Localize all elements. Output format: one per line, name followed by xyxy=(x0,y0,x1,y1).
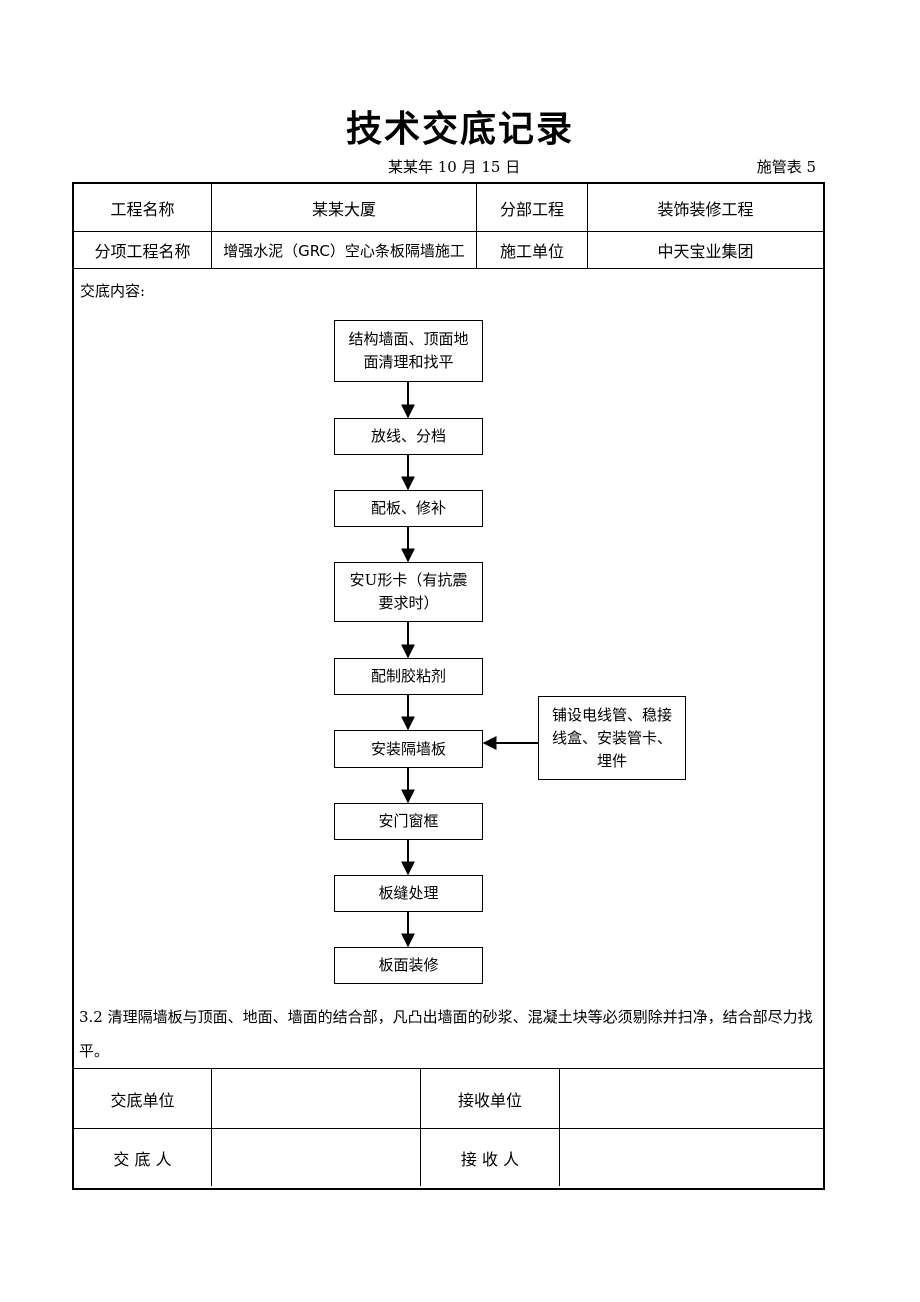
footer-col-divider-1 xyxy=(211,1068,212,1186)
page-title: 技术交底记录 xyxy=(345,109,574,150)
footer-row-divider xyxy=(72,1128,825,1129)
flow-step-6: 安装隔墙板 xyxy=(334,730,483,768)
division-label: 分部工程 xyxy=(499,199,564,219)
issuer-unit-field[interactable] xyxy=(212,1069,420,1128)
contractor-label: 施工单位 xyxy=(499,242,564,261)
flow-step-8: 板缝处理 xyxy=(334,875,483,912)
receiver-field[interactable] xyxy=(560,1129,823,1186)
footer-col-divider-2 xyxy=(420,1068,421,1186)
project-name-label: 工程名称 xyxy=(110,199,175,219)
flow-step-4: 安U形卡（有抗震要求时） xyxy=(334,562,483,622)
header-col-divider-1 xyxy=(211,182,212,268)
issuer-label: 交 底 人 xyxy=(113,1149,172,1169)
issuer-unit-label: 交底单位 xyxy=(110,1090,175,1110)
contractor-value: 中天宝业集团 xyxy=(657,242,754,261)
flow-step-3: 配板、修补 xyxy=(334,490,483,527)
project-name-value: 某某大厦 xyxy=(311,199,376,219)
receiver-unit-label: 接收单位 xyxy=(457,1090,522,1110)
record-date: 某某年 10 月 15 日 xyxy=(388,158,521,176)
content-note: 3.2 清理隔墙板与顶面、地面、墙面的结合部，凡凸出墙面的砂浆、混凝土块等必须剔… xyxy=(79,1008,813,1060)
header-col-divider-3 xyxy=(587,182,588,268)
footer-col-divider-3 xyxy=(559,1068,560,1186)
flow-side-step: 铺设电线管、稳接线盒、安装管卡、埋件 xyxy=(538,696,686,780)
issuer-field[interactable] xyxy=(212,1129,420,1186)
subitem-label: 分项工程名称 xyxy=(94,242,191,261)
footer-top-divider xyxy=(72,1068,825,1069)
receiver-label: 接 收 人 xyxy=(460,1149,520,1169)
flow-step-7: 安门窗框 xyxy=(334,803,483,840)
form-number: 施管表 5 xyxy=(756,158,816,176)
subitem-value: 增强水泥（GRC）空心条板隔墙施工 xyxy=(223,241,465,260)
flow-step-2: 放线、分档 xyxy=(334,418,483,455)
receiver-unit-field[interactable] xyxy=(560,1069,823,1128)
header-col-divider-2 xyxy=(476,182,477,268)
division-value: 装饰装修工程 xyxy=(657,199,754,219)
header-row-divider xyxy=(72,231,825,232)
content-label: 交底内容: xyxy=(80,282,146,300)
flow-step-9: 板面装修 xyxy=(334,947,483,984)
flow-step-5: 配制胶粘剂 xyxy=(334,658,483,695)
flow-step-1: 结构墙面、顶面地面清理和找平 xyxy=(334,320,483,382)
header-bottom-divider xyxy=(72,268,825,269)
record-table xyxy=(72,182,825,1190)
